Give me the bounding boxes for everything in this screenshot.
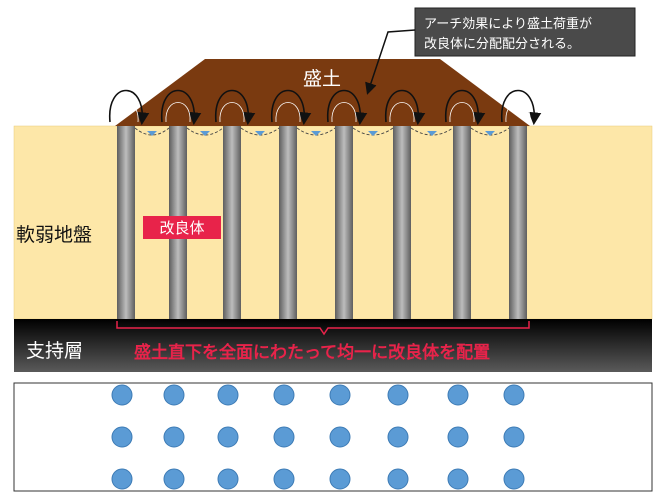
plan-column-dot — [329, 468, 351, 490]
load-transfer-arc — [186, 127, 224, 136]
arch-arrow-highlight — [275, 102, 301, 123]
arch-arrow-highlight — [165, 102, 191, 123]
arch-arrow-highlight — [449, 102, 475, 123]
improvement-column — [223, 126, 241, 319]
load-arrow-icon — [147, 131, 157, 136]
improvement-column — [335, 126, 353, 319]
plan-column-dot — [163, 468, 185, 490]
improvement-column — [279, 126, 297, 319]
arch-arrow-highlight — [113, 102, 139, 123]
arch-arrow — [327, 89, 368, 126]
bottom-note: 盛土直下を全面にわたって均一に改良体を配置 — [134, 342, 490, 363]
plan-column-dot — [273, 468, 295, 490]
arch-arrow-highlight — [505, 102, 531, 123]
plan-column-dot — [447, 384, 469, 406]
plan-column-dot — [163, 384, 185, 406]
arch-arrow — [501, 89, 542, 126]
load-arrow-icon — [485, 131, 495, 136]
load-arrow-icon — [311, 131, 321, 136]
callout-box — [414, 7, 636, 57]
soft-ground-label: 軟弱地盤 — [16, 224, 92, 246]
plan-column-dot — [111, 426, 133, 448]
plan-column-dot — [503, 384, 525, 406]
arch-effect-arrows — [109, 89, 542, 136]
plan-column-dot — [217, 384, 239, 406]
arch-arrow — [271, 89, 312, 126]
plan-column-dot — [503, 426, 525, 448]
plan-column-dot — [111, 468, 133, 490]
callout-line-1: アーチ効果により盛土荷重が — [424, 16, 592, 32]
plan-column-dot — [217, 426, 239, 448]
plan-column-dot — [387, 384, 409, 406]
plan-column-dot — [273, 426, 295, 448]
improvement-column — [393, 126, 411, 319]
arch-arrow-highlight — [389, 102, 415, 123]
plan-column-dot — [503, 468, 525, 490]
plan-column-dot — [387, 468, 409, 490]
improved-body-label: 改良体 — [159, 219, 204, 237]
improved-body-label-box — [143, 216, 221, 239]
improvement-column — [453, 126, 471, 319]
plan-column-dot — [387, 426, 409, 448]
plan-column-dot — [329, 384, 351, 406]
plan-column-dot — [111, 384, 133, 406]
improvement-column — [117, 126, 135, 319]
arch-arrow — [445, 89, 486, 126]
plan-column-dot — [329, 426, 351, 448]
callout: アーチ効果により盛土荷重が 改良体に分配配分される。 — [365, 7, 636, 95]
load-arrow-icon — [427, 131, 437, 136]
callout-pointer — [365, 29, 416, 95]
arch-arrow-highlight — [219, 102, 245, 123]
improvement-column — [509, 126, 527, 319]
load-arrow-icon — [200, 131, 210, 136]
plan-column-dot — [217, 468, 239, 490]
embankment — [115, 59, 530, 126]
arch-arrow-highlight — [331, 102, 357, 123]
bearing-layer-label: 支持層 — [26, 340, 83, 362]
arch-arrow — [215, 89, 256, 126]
load-arrow-icon — [255, 131, 265, 136]
columns-bracket — [116, 321, 530, 336]
plan-column-dot — [447, 426, 469, 448]
plan-column-dot — [273, 384, 295, 406]
arch-arrow — [161, 89, 202, 126]
improvement-columns — [117, 126, 527, 319]
plan-column-dot — [447, 468, 469, 490]
embankment-label: 盛土 — [303, 68, 341, 90]
plan-view-columns — [111, 384, 525, 490]
arch-arrow — [109, 89, 150, 126]
load-arrow-icon — [368, 131, 378, 136]
soft-ground-layer — [13, 125, 653, 320]
arch-arrow — [385, 89, 426, 126]
plan-column-dot — [163, 426, 185, 448]
callout-line-2: 改良体に分配配分される。 — [424, 36, 580, 52]
